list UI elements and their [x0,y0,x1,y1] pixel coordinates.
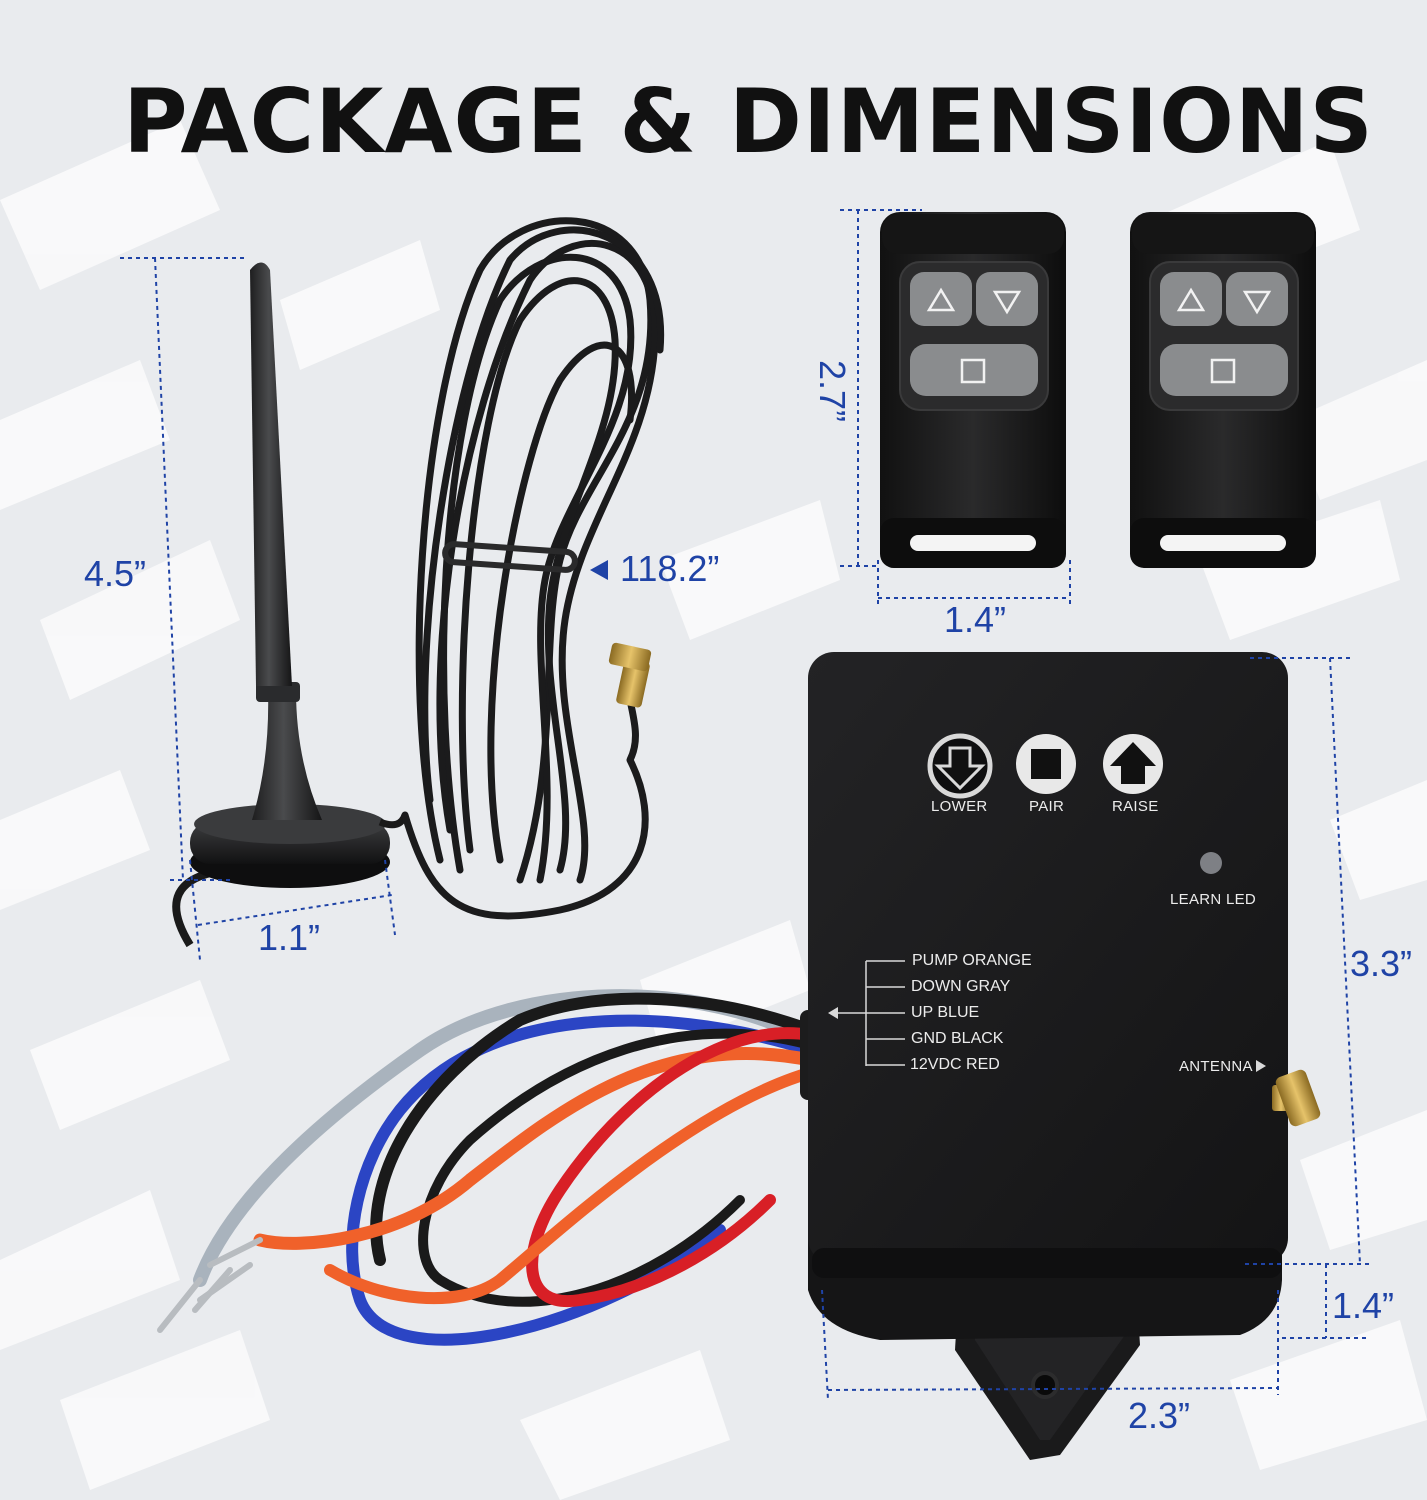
receiver-depth-label: 1.4” [1332,1285,1395,1326]
antenna-height-label: 4.5” [84,553,147,594]
receiver-box [800,652,1321,1460]
learn-led-label: LEARN LED [1170,891,1257,908]
wire-harness [193,989,826,1346]
sma-connector [608,642,652,762]
wire-label-pump: PUMP ORANGE [912,952,1032,969]
cable-length-label: 118.2” [620,548,720,589]
lower-button-label: LOWER [931,798,988,815]
remote-control-left [880,212,1066,568]
wire-tips [157,1237,263,1333]
wire-label-up: UP BLUE [911,1004,980,1021]
remote-control-right [1130,212,1316,568]
remote-height-label: 2.7” [812,360,853,423]
receiver-width-label: 2.3” [1128,1395,1191,1436]
cable-tie [442,541,578,573]
magnetic-antenna [172,262,409,948]
dimension-lines [120,209,1370,1401]
receiver-height-label: 3.3” [1350,943,1413,984]
cable-length-arrow [590,560,608,580]
wire-label-gnd: GND BLACK [911,1030,1004,1047]
page-title: PACKAGE & DIMENSIONS [123,70,1374,173]
antenna-base-label: 1.1” [258,917,321,958]
wire-label-12vdc: 12VDC RED [910,1056,1000,1073]
background-pattern [0,120,1427,1500]
remote-width-label: 1.4” [944,599,1007,640]
pair-button-label: PAIR [1029,798,1065,815]
antenna-port-label: ANTENNA [1179,1058,1253,1075]
wire-label-down: DOWN GRAY [911,978,1011,995]
raise-button-label: RAISE [1112,798,1159,815]
